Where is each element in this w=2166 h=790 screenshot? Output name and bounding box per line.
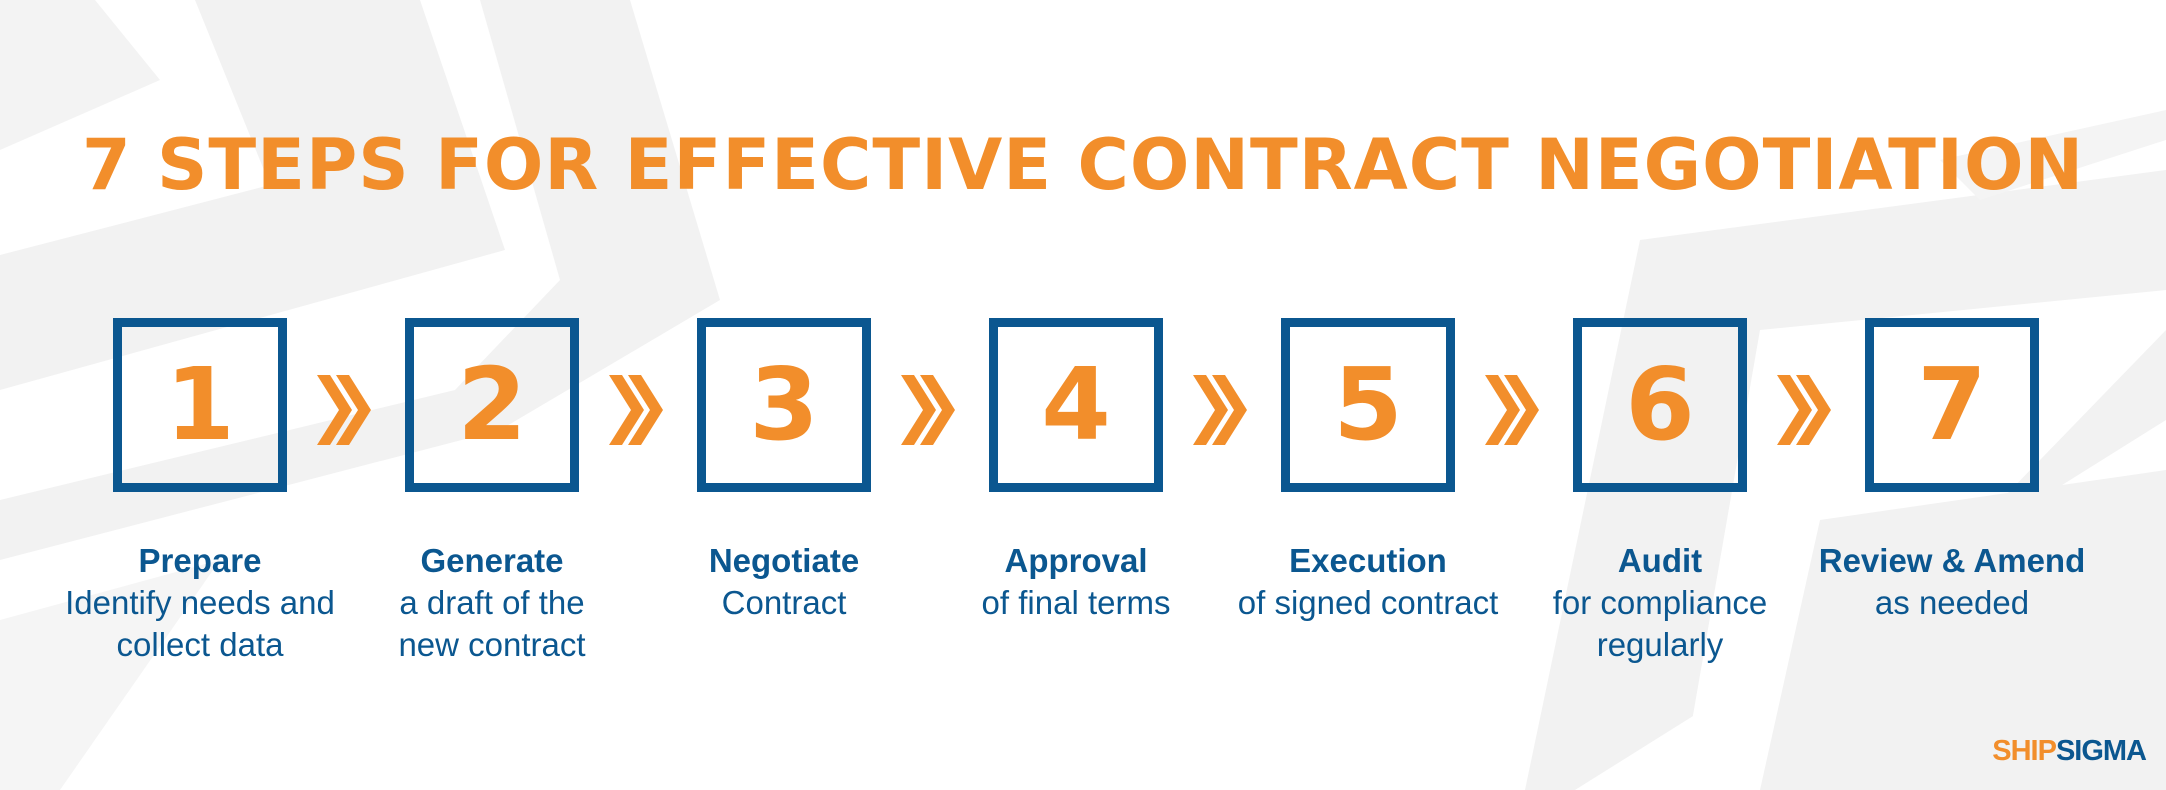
step-3-box: 3: [697, 318, 871, 492]
step-2-label: Generate a draft of the new contract: [342, 540, 642, 666]
step-description-line: Identify needs and: [65, 584, 335, 621]
step-description-line: Contract: [721, 584, 847, 621]
step-number: 1: [165, 346, 235, 463]
step-heading: Execution: [1289, 542, 1447, 579]
step-number: 6: [1625, 346, 1695, 463]
step-heading: Negotiate: [708, 542, 860, 579]
step-4-label: Approval of final terms: [926, 540, 1226, 624]
double-chevron-right-icon: [609, 375, 663, 445]
step-description-line: regularly: [1596, 626, 1724, 663]
step-description-line: new contract: [398, 626, 586, 663]
logo-part-sigma: SIGMA: [2055, 735, 2147, 767]
step-4-box: 4: [989, 318, 1163, 492]
step-heading: Generate: [420, 542, 564, 579]
step-number: 5: [1333, 346, 1403, 463]
double-chevron-right-icon: [901, 375, 955, 445]
step-description-line: a draft of the: [399, 584, 585, 621]
step-number: 4: [1041, 346, 1111, 463]
step-2-box: 2: [405, 318, 579, 492]
double-chevron-right-icon: [1485, 375, 1539, 445]
step-6-label: Audit for compliance regularly: [1510, 540, 1810, 666]
step-description-line: of final terms: [981, 584, 1171, 621]
logo-part-ship: SHIP: [1992, 735, 2057, 767]
double-chevron-right-icon: [1193, 375, 1247, 445]
step-description-line: collect data: [116, 626, 284, 663]
step-heading: Review & Amend: [1818, 542, 2086, 579]
step-6-box: 6: [1573, 318, 1747, 492]
step-number: 2: [457, 346, 527, 463]
page-title: 7 STEPS FOR EFFECTIVE CONTRACT NEGOTIATI…: [81, 124, 2085, 206]
step-description-line: for compliance: [1552, 584, 1768, 621]
step-5-label: Execution of signed contract: [1218, 540, 1518, 624]
step-1-box: 1: [113, 318, 287, 492]
step-heading: Approval: [1004, 542, 1148, 579]
step-7-box: 7: [1865, 318, 2039, 492]
shipsigma-logo: SHIPSIGMA: [1992, 735, 2147, 768]
step-number: 3: [749, 346, 819, 463]
step-7-label: Review & Amend as needed: [1802, 540, 2102, 624]
step-number: 7: [1917, 346, 1987, 463]
step-description-line: as needed: [1874, 584, 2030, 621]
double-chevron-right-icon: [317, 375, 371, 445]
step-heading: Prepare: [138, 542, 262, 579]
step-description-line: of signed contract: [1237, 584, 1499, 621]
step-heading: Audit: [1617, 542, 1703, 579]
double-chevron-right-icon: [1777, 375, 1831, 445]
step-5-box: 5: [1281, 318, 1455, 492]
